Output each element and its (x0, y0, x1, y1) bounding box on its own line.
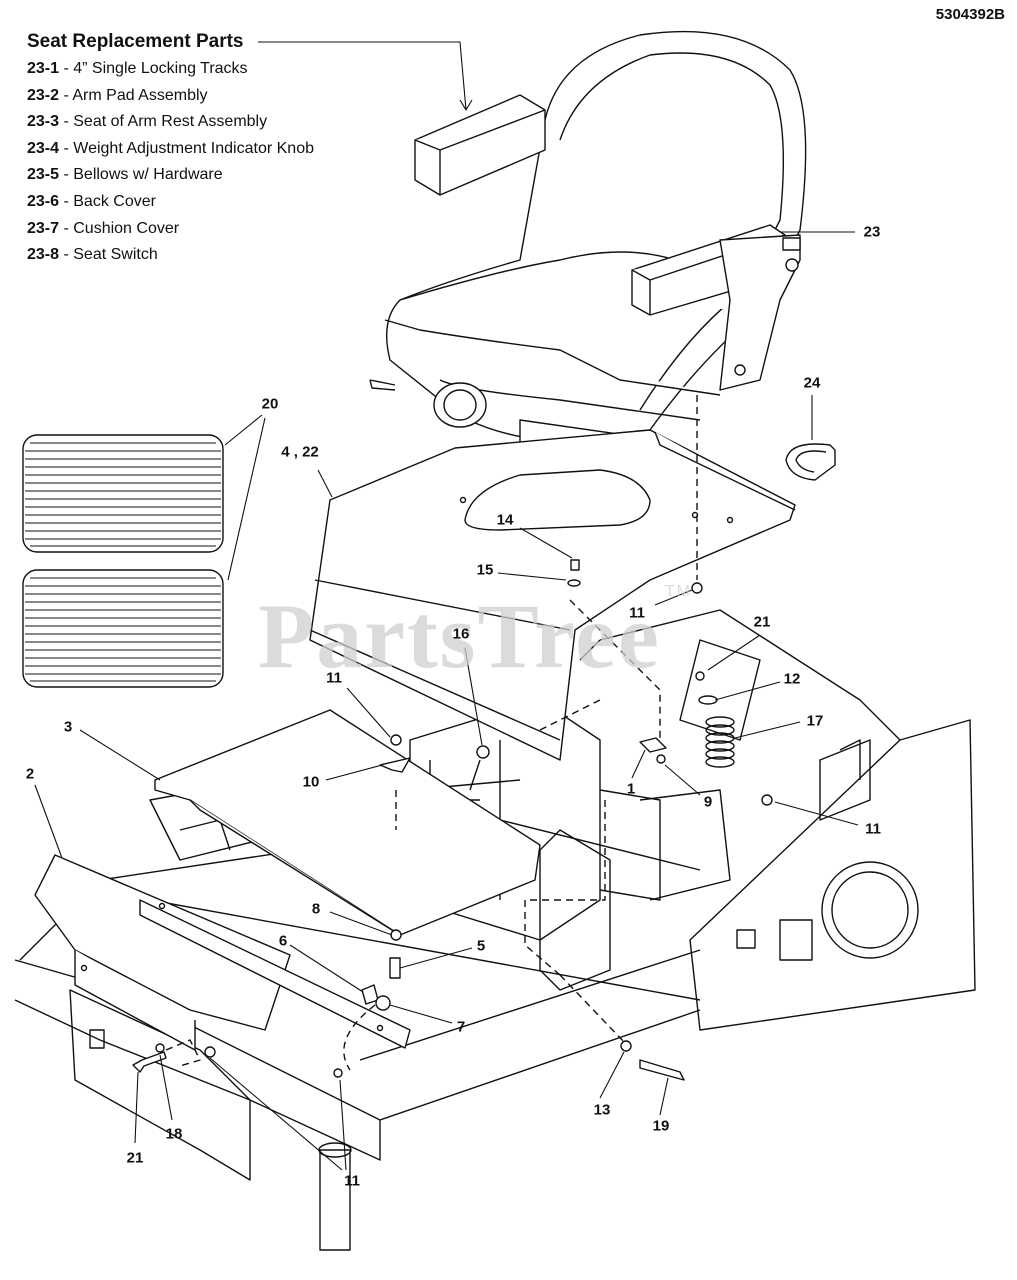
part-code: 23-4 (27, 139, 60, 157)
part-description: 4” Single Locking Tracks (73, 60, 248, 77)
seat-pan-plate (309, 429, 796, 761)
callout-24: 24 (803, 374, 821, 392)
callout-11-floor: 11 (326, 669, 342, 687)
part-description: Seat Switch (73, 246, 158, 264)
callout-17: 17 (806, 712, 824, 730)
callout-5: 6 (278, 932, 288, 950)
callout-13: 13 (593, 1101, 611, 1119)
callout-8: 8 (311, 900, 321, 918)
callout-21-lower: 21 (126, 1149, 144, 1167)
list-item: 23-6 - Back Cover (27, 192, 156, 210)
callout-11-shield: 11 (344, 1172, 360, 1190)
seat-replacement-title: Seat Replacement Parts (27, 31, 244, 52)
part-code: 23-7 (27, 219, 60, 237)
part-code: 23-2 (27, 86, 60, 104)
front-shield (34, 854, 411, 1051)
list-item: 23-2 - Arm Pad Assembly (27, 86, 208, 104)
callout-3: 3 (63, 718, 73, 736)
callout-11-frame: 11 (865, 820, 881, 838)
callout-21-upper: 21 (753, 613, 771, 631)
part-description: Weight Adjustment Indicator Knob (73, 139, 314, 157)
clamp-24 (785, 443, 836, 481)
part-code: 23-8 (27, 246, 60, 264)
callout-2: 2 (25, 765, 35, 783)
part-description: Cushion Cover (73, 219, 180, 237)
callout-1: 1 (626, 780, 636, 798)
part-code: 23-5 (27, 166, 60, 184)
part-description: Seat of Arm Rest Assembly (73, 113, 268, 131)
list-item: 23-8 - Seat Switch (27, 246, 158, 264)
callout-14: 14 (496, 511, 514, 529)
document-number: 5304392B (935, 6, 1005, 23)
callout-19: 19 (652, 1117, 670, 1135)
leader-lines (34, 41, 859, 1171)
dashed-guides (165, 395, 698, 1071)
callout-18: 18 (165, 1125, 183, 1143)
callout-23: 23 (863, 223, 881, 241)
callout-6: 5 (476, 937, 486, 955)
list-item: 23-5 - Bellows w/ Hardware (27, 166, 223, 184)
callout-16: 16 (452, 625, 470, 643)
part-code: 23-6 (27, 192, 60, 210)
list-item: 23-4 - Weight Adjustment Indicator Knob (27, 139, 314, 157)
hardware (132, 559, 773, 1081)
callout-11-seat-plate: 11 (629, 604, 645, 622)
seat-assembly (369, 30, 807, 466)
list-item: 23-1 - 4” Single Locking Tracks (27, 60, 248, 77)
decal-panels (22, 434, 224, 688)
part-description: Bellows w/ Hardware (73, 166, 223, 184)
callout-12: 12 (783, 670, 801, 688)
seat-replacement-list: 23-1 - 4” Single Locking Tracks 23-2 - A… (27, 59, 314, 272)
part-description: Back Cover (73, 192, 156, 210)
callout-20: 20 (261, 395, 279, 413)
part-code: 23-1 (27, 60, 60, 77)
part-description: Arm Pad Assembly (72, 86, 208, 104)
callout-4-22: 4 , 22 (281, 443, 319, 461)
list-item: 23-7 - Cushion Cover (27, 219, 180, 237)
watermark-text: PartsTree (258, 585, 661, 687)
trademark-symbol: TM (664, 583, 692, 600)
callout-7: 7 (456, 1018, 466, 1036)
part-code: 23-3 (27, 113, 60, 131)
callout-15: 15 (476, 561, 494, 579)
list-item: 23-3 - Seat of Arm Rest Assembly (27, 113, 268, 131)
callout-9: 9 (703, 793, 713, 811)
floor-plate (154, 709, 541, 936)
callout-10: 10 (302, 773, 320, 791)
spring (705, 716, 735, 768)
